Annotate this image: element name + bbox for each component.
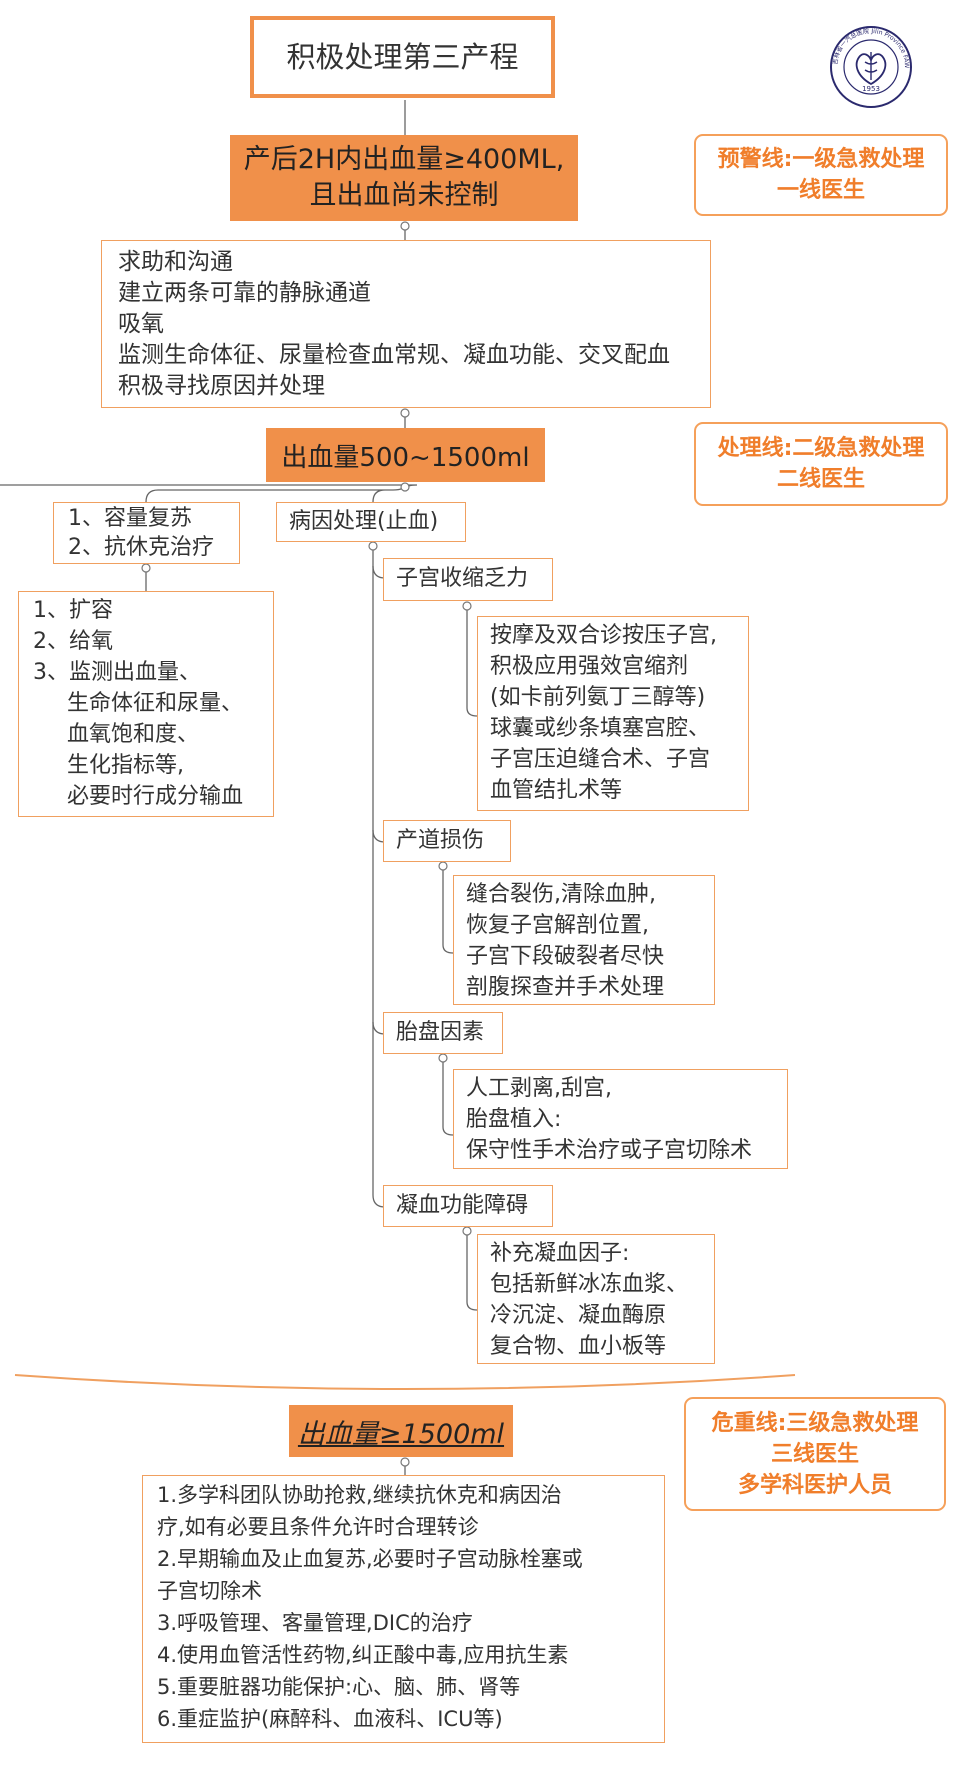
resus-detail-3: 3、监测出血量、 bbox=[33, 660, 201, 685]
connector-b3-detail bbox=[442, 1055, 454, 1136]
branch-1-detail-4: 球囊或纱条填塞宫腔、 bbox=[490, 716, 711, 741]
branch-2-detail-2: 恢复子宫解剖位置, bbox=[466, 913, 649, 938]
branch-birth-canal-injury: 产道损伤 bbox=[383, 820, 511, 862]
level2-label: 出血量500~1500ml bbox=[281, 442, 530, 473]
collapse-dot-resus bbox=[141, 563, 151, 573]
connector-b1-detail bbox=[466, 602, 478, 717]
level2-box: 出血量500~1500ml bbox=[266, 428, 545, 482]
initial-action-1: 求助和沟通 bbox=[118, 249, 233, 275]
initial-action-4: 监测生命体征、尿量检查血常规、凝血功能、交叉配血 bbox=[118, 342, 670, 368]
collapse-dot-cause bbox=[368, 541, 378, 551]
branch-3-detail-3: 保守性手术治疗或子宫切除术 bbox=[466, 1138, 753, 1163]
resuscitation-line-1: 1、容量复苏 bbox=[68, 506, 192, 531]
side-warning-line-2: 一线医生 bbox=[776, 178, 865, 203]
level3-line-4: 子宫切除术 bbox=[157, 1579, 262, 1603]
branch-2-detail-box: 缝合裂伤,清除血肿, 恢复子宫解剖位置, 子宫下段破裂者尽快 剖腹探查并手术处理 bbox=[453, 875, 715, 1005]
level3-line-8: 6.重症监护(麻醉科、血液科、ICU等) bbox=[157, 1707, 503, 1731]
collapse-dot-level3 bbox=[400, 1457, 410, 1467]
title-text: 积极处理第三产程 bbox=[286, 39, 519, 74]
resus-detail-5: 血氧饱和度、 bbox=[67, 722, 200, 747]
branch-1-detail-3: (如卡前列氨丁三醇等) bbox=[490, 685, 706, 710]
side-critical-line-2: 三线医生 bbox=[770, 1441, 859, 1467]
side-warning-line-1: 预警线:一级急救处理 bbox=[717, 147, 925, 172]
trigger-box: 产后2H内出血量≥400ML, 且出血尚未控制 bbox=[230, 135, 578, 221]
collapse-dot-actions bbox=[400, 408, 410, 418]
side-handling-line-2: 二线医生 bbox=[776, 467, 865, 492]
branch-2-label: 产道损伤 bbox=[396, 828, 485, 853]
branch-3-detail-box: 人工剥离,刮宫, 胎盘植入: 保守性手术治疗或子宫切除术 bbox=[453, 1069, 788, 1169]
resuscitation-box: 1、容量复苏 2、抗休克治疗 bbox=[53, 502, 240, 564]
side-critical-line-3: 多学科医护人员 bbox=[737, 1472, 892, 1498]
branch-4-label: 凝血功能障碍 bbox=[396, 1193, 529, 1218]
initial-action-5: 积极寻找原因并处理 bbox=[118, 373, 325, 399]
level3-line-6: 4.使用血管活性药物,纠正酸中毒,应用抗生素 bbox=[157, 1643, 569, 1667]
branch-2-detail-3: 子宫下段破裂者尽快 bbox=[466, 944, 665, 969]
level3-line-1: 1.多学科团队协助抢救,继续抗休克和病因治 bbox=[157, 1483, 562, 1507]
connector-cause-trunk bbox=[372, 543, 386, 1208]
resus-detail-4: 生命体征和尿量、 bbox=[67, 691, 244, 716]
collapse-dot-level2 bbox=[400, 482, 410, 492]
branch-4-detail-1: 补充凝血因子: bbox=[490, 1241, 630, 1266]
level3-box: 出血量≥1500ml bbox=[289, 1405, 513, 1457]
branch-1-detail-box: 按摩及双合诊按压子宫, 积极应用强效宫缩剂 (如卡前列氨丁三醇等) 球囊或纱条填… bbox=[477, 616, 749, 811]
connector-b4-detail bbox=[466, 1228, 478, 1311]
logo-year: 1953 bbox=[862, 85, 880, 93]
branch-1-detail-5: 子宫压迫缝合术、子宫 bbox=[490, 747, 711, 772]
level3-actions-box: 1.多学科团队协助抢救,继续抗休克和病因治 疗,如有必要且条件允许时合理转诊 2… bbox=[142, 1475, 665, 1743]
hospital-logo: 1953 吉林省一汽总医院 Jilin Province FAW General… bbox=[827, 22, 912, 108]
resuscitation-detail-box: 1、扩容 2、给氧 3、监测出血量、 生命体征和尿量、 血氧饱和度、 生化指标等… bbox=[18, 591, 274, 817]
level3-label: 出血量≥1500ml bbox=[297, 1418, 505, 1450]
branch-coagulation-disorder: 凝血功能障碍 bbox=[383, 1185, 553, 1227]
connector-level2-branches bbox=[0, 483, 418, 503]
branch-1-detail-2: 积极应用强效宫缩剂 bbox=[490, 654, 689, 679]
initial-actions-box: 求助和沟通 建立两条可靠的静脉通道 吸氧 监测生命体征、尿量检查血常规、凝血功能… bbox=[101, 240, 711, 408]
branch-4-detail-2: 包括新鲜冰冻血浆、 bbox=[490, 1272, 689, 1297]
side-handling-line-1: 处理线:二级急救处理 bbox=[717, 436, 925, 461]
collapse-dot-trigger bbox=[400, 221, 410, 231]
cause-label: 病因处理(止血) bbox=[289, 509, 439, 534]
branch-3-detail-2: 胎盘植入: bbox=[466, 1107, 562, 1132]
group-brace bbox=[14, 1374, 796, 1390]
branch-uterine-atony: 子宫收缩乏力 bbox=[383, 558, 553, 601]
collapse-dot-b1 bbox=[462, 601, 472, 611]
level3-line-7: 5.重要脏器功能保护:心、脑、肺、肾等 bbox=[157, 1675, 521, 1699]
branch-4-detail-box: 补充凝血因子: 包括新鲜冰冻血浆、 冷沉淀、凝血酶原 复合物、血小板等 bbox=[477, 1234, 715, 1364]
branch-2-detail-4: 剖腹探查并手术处理 bbox=[466, 975, 665, 1000]
branch-3-detail-1: 人工剥离,刮宫, bbox=[466, 1076, 612, 1101]
trigger-line-1: 产后2H内出血量≥400ML, bbox=[243, 144, 565, 175]
cause-box: 病因处理(止血) bbox=[276, 502, 466, 542]
level3-line-2: 疗,如有必要且条件允许时合理转诊 bbox=[157, 1515, 479, 1539]
resus-detail-7: 必要时行成分输血 bbox=[67, 784, 244, 809]
resus-detail-1: 1、扩容 bbox=[33, 598, 113, 623]
collapse-dot-b4 bbox=[462, 1226, 472, 1236]
branch-3-label: 胎盘因素 bbox=[396, 1020, 485, 1045]
side-label-critical: 危重线:三级急救处理 三线医生 多学科医护人员 bbox=[684, 1397, 946, 1511]
resus-detail-2: 2、给氧 bbox=[33, 629, 113, 654]
side-label-handling: 处理线:二级急救处理 二线医生 bbox=[694, 422, 948, 506]
collapse-dot-b3 bbox=[438, 1053, 448, 1063]
resus-detail-6: 生化指标等, bbox=[67, 753, 184, 778]
initial-action-2: 建立两条可靠的静脉通道 bbox=[118, 280, 371, 306]
branch-1-detail-1: 按摩及双合诊按压子宫, bbox=[490, 623, 717, 648]
branch-4-detail-3: 冷沉淀、凝血酶原 bbox=[490, 1303, 667, 1328]
level3-line-3: 2.早期输血及止血复苏,必要时子宫动脉栓塞或 bbox=[157, 1547, 583, 1571]
branch-1-detail-6: 血管结扎术等 bbox=[490, 778, 623, 803]
title-box: 积极处理第三产程 bbox=[250, 16, 555, 98]
resuscitation-line-2: 2、抗休克治疗 bbox=[68, 535, 214, 560]
collapse-dot-b2 bbox=[438, 861, 448, 871]
branch-1-label: 子宫收缩乏力 bbox=[396, 566, 529, 591]
branch-2-detail-1: 缝合裂伤,清除血肿, bbox=[466, 882, 656, 907]
trigger-line-2: 且出血尚未控制 bbox=[309, 180, 499, 211]
level3-line-5: 3.呼吸管理、客量管理,DIC的治疗 bbox=[157, 1611, 473, 1635]
connector-b2-detail bbox=[442, 863, 454, 954]
branch-placental-factors: 胎盘因素 bbox=[383, 1012, 503, 1054]
side-label-warning: 预警线:一级急救处理 一线医生 bbox=[694, 134, 948, 216]
side-critical-line-1: 危重线:三级急救处理 bbox=[711, 1410, 919, 1436]
branch-4-detail-4: 复合物、血小板等 bbox=[490, 1334, 667, 1359]
initial-action-3: 吸氧 bbox=[118, 311, 164, 337]
